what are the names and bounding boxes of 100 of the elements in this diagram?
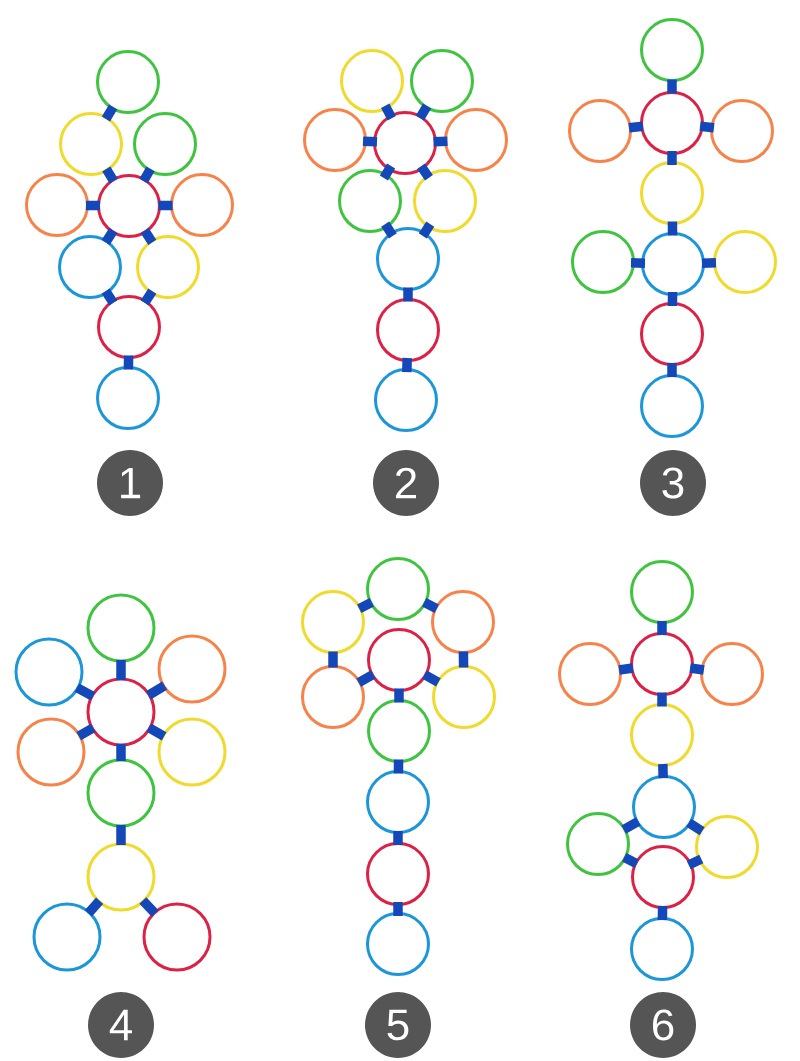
connector-clip	[686, 818, 705, 836]
connector-clip	[140, 228, 157, 245]
hoop-ring	[338, 169, 402, 233]
hoop-ring	[410, 49, 474, 113]
connector-clip	[116, 660, 126, 680]
connector-clip	[667, 151, 677, 165]
connector-clip	[667, 363, 677, 377]
connector-clip	[101, 288, 118, 306]
hoop-ring	[695, 815, 759, 879]
hoop-ring	[170, 173, 234, 237]
connector-clip	[116, 825, 126, 845]
hoop-ring	[25, 173, 89, 237]
hoop-ring	[568, 99, 632, 163]
hoop-ring	[630, 703, 694, 767]
hoop-ring	[376, 227, 440, 291]
connector-clip	[145, 681, 168, 700]
connector-clip	[422, 670, 441, 687]
connector-clip	[139, 897, 159, 917]
connector-clip	[701, 258, 717, 268]
connector-clip	[402, 357, 412, 373]
hoop-ring	[96, 50, 160, 114]
hoop-ring	[710, 99, 774, 163]
hoop-ring	[413, 169, 477, 233]
hoop-ring	[566, 812, 630, 876]
connector-clip	[381, 103, 396, 121]
hoop-ring	[641, 232, 705, 296]
number-badge: 3	[640, 450, 706, 516]
connector-clip	[123, 355, 134, 370]
connector-clip	[417, 163, 433, 181]
connector-clip	[658, 763, 668, 779]
connector-clip	[140, 288, 157, 306]
hoop-ring	[558, 642, 622, 706]
connector-clip	[686, 854, 704, 870]
connector-clip	[101, 228, 118, 245]
connector-clip	[667, 79, 677, 94]
hoop-ring	[86, 677, 156, 747]
hoop-ring	[444, 108, 508, 172]
connector-clip	[618, 663, 634, 675]
hoop-ring	[376, 298, 440, 362]
connector-clip	[357, 598, 374, 613]
connector-clip	[657, 692, 667, 707]
hoop-ring	[303, 108, 367, 172]
connector-clip	[630, 258, 646, 268]
hoop-ring	[366, 912, 430, 976]
number-badge: 1	[97, 450, 163, 516]
hoop-ring	[631, 845, 695, 909]
hoop-ring	[367, 699, 431, 763]
connector-clip	[667, 221, 678, 236]
connector-clip	[699, 121, 715, 133]
connector-clip	[422, 598, 439, 613]
hoop-ring	[58, 235, 122, 299]
number-badge: 4	[88, 992, 154, 1058]
hoop-ring	[640, 302, 704, 366]
hoop-ring	[713, 230, 777, 294]
hoop-ring	[157, 634, 227, 704]
hoop-ring	[571, 230, 635, 294]
connector-clip	[657, 621, 667, 635]
connector-clip	[74, 683, 96, 701]
connector-clip	[356, 670, 376, 687]
hoop-ring	[630, 632, 694, 696]
connector-clip	[418, 221, 435, 239]
connector-clip	[116, 744, 126, 761]
hoop-ring	[630, 917, 694, 981]
hoop-ring	[86, 842, 156, 912]
hoop-ring	[700, 642, 764, 706]
connector-clip	[102, 166, 118, 184]
connector-clip	[85, 200, 101, 211]
hoop-ring	[340, 49, 404, 113]
hoop-ring	[632, 775, 696, 839]
hoop-ring	[366, 770, 430, 834]
connector-clip	[328, 651, 338, 668]
connector-clip	[146, 723, 167, 741]
hoop-ring	[366, 842, 430, 906]
hoop-ring	[630, 560, 694, 624]
hoop-ring	[97, 295, 161, 359]
hoop-ring	[301, 590, 365, 654]
connector-clip	[689, 663, 705, 675]
hoop-ring	[640, 18, 704, 82]
connector-clip	[393, 902, 403, 916]
connector-clip	[415, 103, 432, 121]
hoop-ring	[59, 112, 123, 176]
connector-clip	[394, 688, 404, 703]
hoop-ring	[640, 374, 704, 438]
hoop-ring	[431, 590, 495, 654]
connector-clip	[393, 759, 404, 774]
connector-clip	[657, 905, 668, 921]
connector-clip	[84, 897, 104, 917]
connector-clip	[139, 166, 155, 184]
number-badge: 6	[630, 992, 696, 1058]
hoop-ring	[640, 91, 704, 155]
connector-clip	[622, 853, 639, 868]
hoop-ring	[432, 665, 496, 729]
hoop-ring	[374, 368, 438, 432]
hoop-ring	[133, 112, 197, 176]
number-badge: 5	[365, 992, 431, 1058]
hoop-ring	[32, 902, 102, 972]
connector-clip	[393, 831, 403, 845]
connector-clip	[403, 287, 413, 302]
hoop-ring	[373, 111, 437, 175]
hoop-ring	[14, 637, 84, 707]
